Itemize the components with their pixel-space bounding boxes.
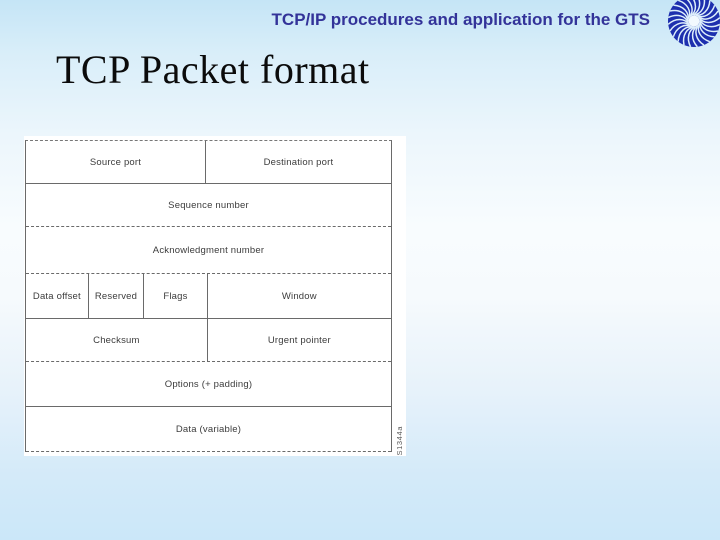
packet-field-label: Acknowledgment number (152, 244, 265, 256)
figure-id-label: S1344a (395, 425, 404, 455)
packet-row: Source port Destination port (26, 141, 391, 184)
packet-field-label: Reserved (94, 290, 138, 302)
packet-field-label: Options (+ padding) (164, 378, 253, 390)
packet-field-label: Window (281, 290, 317, 302)
packet-field-label: Destination port (263, 156, 334, 168)
slide-header-title: TCP/IP procedures and application for th… (271, 10, 650, 29)
packet-field-acknowledgment-number: Acknowledgment number (26, 227, 391, 273)
packet-field-reserved: Reserved (89, 274, 145, 318)
packet-field-label: Flags (163, 290, 188, 302)
packet-field-window: Window (208, 274, 391, 318)
packet-row: Data offset Reserved Flags Window (26, 274, 391, 319)
packet-field-label: Data (variable) (175, 423, 242, 435)
packet-field-urgent-pointer: Urgent pointer (208, 319, 391, 361)
packet-field-data-offset: Data offset (26, 274, 89, 318)
spiral-logo-icon (667, 0, 720, 48)
packet-field-label: Checksum (93, 334, 140, 346)
packet-field-destination-port: Destination port (206, 141, 391, 183)
packet-row: Data (variable) (26, 407, 391, 452)
packet-field-source-port: Source port (26, 141, 206, 183)
packet-row: Checksum Urgent pointer (26, 319, 391, 362)
packet-field-sequence-number: Sequence number (26, 184, 391, 226)
packet-field-label: Sequence number (168, 199, 249, 211)
packet-row: Sequence number (26, 184, 391, 227)
packet-field-checksum: Checksum (26, 319, 208, 361)
packet-field-label: Data offset (32, 290, 81, 302)
packet-field-label: Urgent pointer (267, 334, 331, 346)
packet-field-data-variable: Data (variable) (26, 407, 391, 451)
packet-row: Acknowledgment number (26, 227, 391, 274)
packet-field-flags: Flags (144, 274, 208, 318)
packet-field-label: Source port (89, 156, 142, 168)
packet-row: Options (+ padding) (26, 362, 391, 407)
packet-field-options-padding: Options (+ padding) (26, 362, 391, 406)
page-title: TCP Packet format (56, 47, 370, 92)
